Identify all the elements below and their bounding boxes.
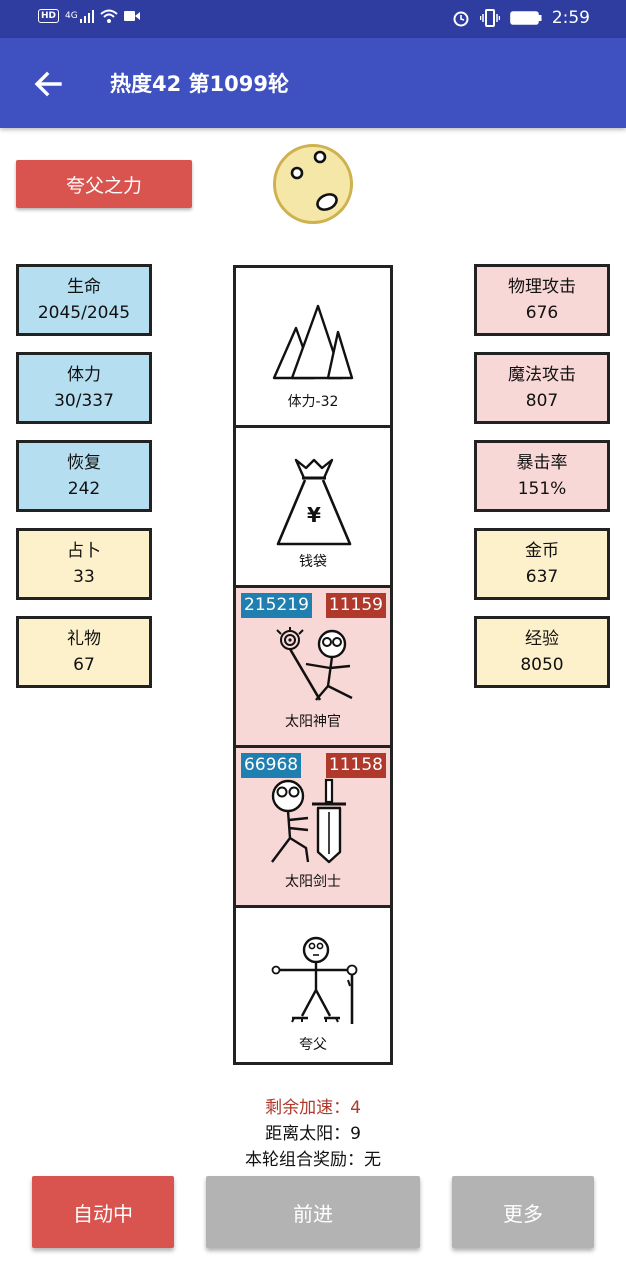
enemy-hp-badge: 66968 <box>241 753 302 778</box>
stat-value: 2045/2045 <box>37 303 131 323</box>
stat-value: 151% <box>517 479 567 499</box>
enemy-hp-badge: 215219 <box>241 593 312 618</box>
vibrate-icon <box>479 9 500 27</box>
path-cell-sun-swordsman[interactable]: 66968 11158 太阳剑士 <box>236 748 390 908</box>
kuafu-power-button[interactable]: 夸父之力 <box>16 160 192 208</box>
stat-label: 暴击率 <box>516 453 568 473</box>
stat-label: 占卜 <box>67 541 101 561</box>
status-right: 2:59 <box>452 8 590 28</box>
sun-priest-icon <box>276 627 353 701</box>
stat-gift[interactable]: 礼物 67 <box>16 616 152 688</box>
mountain-icon <box>272 304 354 380</box>
stat-value: 676 <box>525 303 559 323</box>
arrow-left-icon[interactable] <box>30 66 66 102</box>
money-bag-icon: ¥ <box>276 458 352 546</box>
alarm-icon <box>453 11 469 27</box>
signal-icon <box>79 10 94 23</box>
stat-gold[interactable]: 金币 637 <box>474 528 610 600</box>
stat-label: 魔法攻击 <box>508 365 576 385</box>
stat-value: 807 <box>525 391 559 411</box>
cell-label: 体力-32 <box>287 394 339 410</box>
sun-face-icon[interactable] <box>273 144 353 224</box>
enemy-attack-badge: 11158 <box>325 753 386 778</box>
cell-label: 夸父 <box>299 1037 327 1053</box>
svg-text:¥: ¥ <box>307 503 321 527</box>
kuafu-icon <box>271 936 358 1024</box>
page-title: 热度42 第1099轮 <box>110 72 289 96</box>
combo-reward: 本轮组合奖励：无 <box>245 1150 381 1170</box>
clock-time: 2:59 <box>551 8 590 28</box>
stat-value: 33 <box>73 567 95 587</box>
distance-to-sun: 距离太阳：9 <box>265 1124 361 1144</box>
path-cell-money-bag[interactable]: ¥ 钱袋 <box>236 428 390 588</box>
stat-hp: 生命 2045/2045 <box>16 264 152 336</box>
advance-button[interactable]: 前进 <box>206 1176 420 1248</box>
more-button[interactable]: 更多 <box>452 1176 594 1248</box>
stat-label: 经验 <box>525 629 559 649</box>
app-bar: 热度42 第1099轮 <box>0 38 626 128</box>
stat-value: 242 <box>67 479 101 499</box>
cell-label: 钱袋 <box>299 554 327 570</box>
video-icon <box>123 11 140 21</box>
stat-stamina: 体力 30/337 <box>16 352 152 424</box>
stat-label: 体力 <box>67 365 101 385</box>
battery-icon <box>510 11 542 25</box>
stat-label: 生命 <box>67 277 101 297</box>
stat-physical-attack: 物理攻击 676 <box>474 264 610 336</box>
status-left: HD 4G <box>38 9 140 23</box>
path-cell-sun-priest[interactable]: 215219 11159 太阳神官 <box>236 588 390 748</box>
stat-recovery: 恢复 242 <box>16 440 152 512</box>
path-cell-kuafu[interactable]: 夸父 <box>236 908 390 1068</box>
path-cell-mountain[interactable]: 体力-32 <box>236 268 390 428</box>
cell-label: 太阳神官 <box>285 714 341 730</box>
hd-badge: HD <box>38 9 60 23</box>
stat-crit-rate: 暴击率 151% <box>474 440 610 512</box>
cell-label: 太阳剑士 <box>285 874 341 890</box>
stat-label: 物理攻击 <box>508 277 576 297</box>
stat-value: 67 <box>73 655 95 675</box>
wifi-icon <box>100 9 118 23</box>
stat-magic-attack: 魔法攻击 807 <box>474 352 610 424</box>
status-bar: HD 4G 2:59 <box>0 0 626 38</box>
network-type: 4G <box>65 11 78 21</box>
stat-value: 30/337 <box>54 391 114 411</box>
stat-divination[interactable]: 占卜 33 <box>16 528 152 600</box>
path-column: 体力-32 ¥ 钱袋 215219 11159 太阳神官 66968 1 <box>233 265 393 1065</box>
stat-label: 恢复 <box>67 453 101 473</box>
stat-experience[interactable]: 经验 8050 <box>474 616 610 688</box>
enemy-attack-badge: 11159 <box>325 593 386 618</box>
stat-label: 礼物 <box>67 629 101 649</box>
stat-label: 金币 <box>525 541 559 561</box>
speedup-remaining: 剩余加速：4 <box>265 1098 361 1118</box>
stat-value: 637 <box>525 567 559 587</box>
sun-swordsman-icon <box>271 778 346 864</box>
auto-button[interactable]: 自动中 <box>32 1176 174 1248</box>
stat-value: 8050 <box>520 655 564 675</box>
